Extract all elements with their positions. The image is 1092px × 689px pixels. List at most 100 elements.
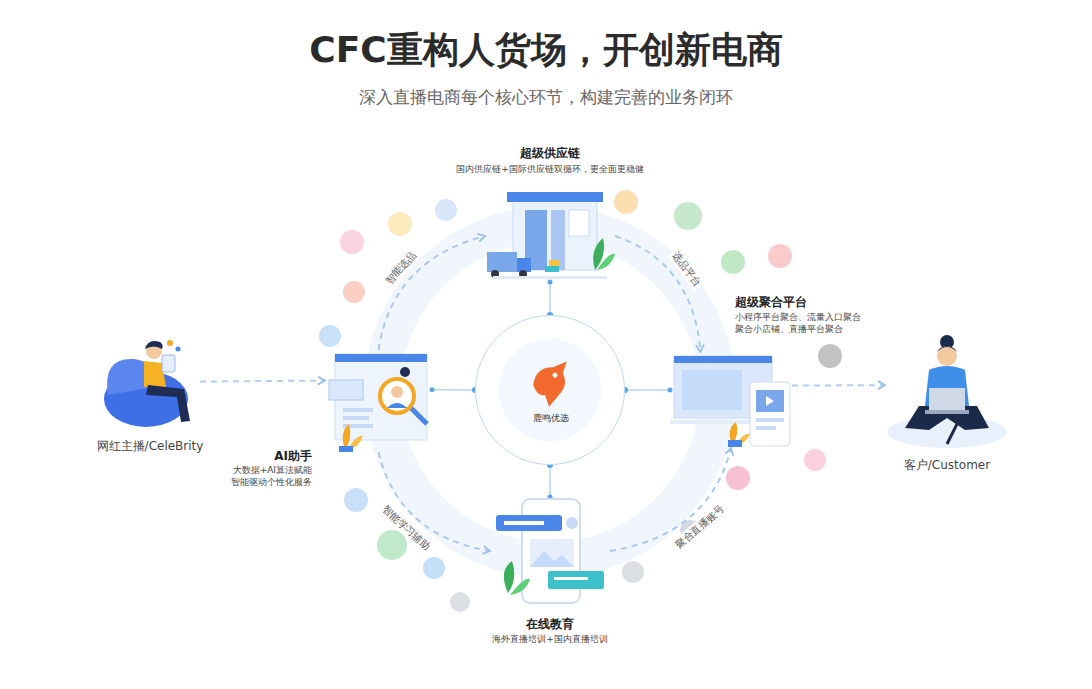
subtitle: 深入直播电商每个核心环节，构建完善的业务闭环 [359,86,733,109]
illustration-part [804,449,826,471]
illustration-part [530,539,574,567]
node-illustration [100,335,200,428]
supply-chain-node: 超级供应链国内供应链+国际供应链双循环，更全面更稳健 [485,190,615,282]
aggregation-node: 超级聚合平台小程序平台聚合、流量入口聚合 聚合小店铺、直播平台聚合 [670,352,792,448]
hub-spoke [550,465,551,497]
illustration-part [493,276,607,279]
illustration-part [388,212,412,236]
illustration-part [937,346,957,352]
illustration-part [726,466,750,490]
streamer-illustration [104,340,190,427]
text-group: 鹿鸣优选 [533,412,569,425]
text-group: 超级供应链 [520,146,580,161]
node-illustration [325,350,432,452]
illustration-part [335,354,427,362]
node-illustration [885,332,1010,450]
ai-assistant-node: AI助手大数据+AI算法赋能 智能驱动个性化服务 [325,350,432,452]
node-text: 网红主播/CeleBrity [97,439,204,454]
illustration-part [728,440,742,447]
illustration-part [329,380,363,400]
illustration-part [756,426,776,430]
text-group: 客户/Customer [904,458,990,473]
text-group: 大数据+AI算法赋能 智能驱动个性化服务 [226,464,312,488]
node-text: 小程序平台聚合、流量入口聚合 聚合小店铺、直播平台聚合 [735,311,867,335]
illustration-part [937,346,957,366]
illustration-part [435,199,457,221]
illustration-part [167,340,173,346]
illustration-part [145,341,163,349]
illustration-part [925,410,969,414]
text-group: 海外直播培训+国内直播培训 [492,633,608,645]
illustration-part [552,373,557,378]
illustration-part [387,403,407,408]
node-text: 海外直播培训+国内直播培训 [492,633,608,645]
illustration-part [554,577,588,580]
customer-illustration [887,335,1007,448]
text-group: AI助手 [274,449,312,464]
illustration-part [343,416,369,420]
illustration-part [548,571,604,589]
education-node: 在线教育海外直播培训+国内直播培训 [490,497,610,605]
text-group: 超级聚合平台 [735,295,807,310]
subtitle-group: 深入直播电商每个核心环节，构建完善的业务闭环 [359,86,733,109]
spoke-dot [430,387,435,392]
text-group: 国内供应链+国际供应链双循环，更全面更稳健 [456,163,644,175]
illustration-part [380,379,414,413]
illustration-part [818,344,842,368]
illustration-part [176,347,181,352]
node-illustration [485,190,615,282]
text-group: 小程序平台聚合、流量入口聚合 聚合小店铺、直播平台聚合 [735,311,867,335]
illustration-part [319,325,341,347]
node-heading: 在线教育 [526,617,574,632]
illustration-part [496,515,562,531]
node-heading: 超级聚合平台 [735,295,807,310]
text-group: 在线教育 [526,617,574,632]
illustration-part [929,388,965,410]
illustration-part [756,418,784,422]
brand-icons [319,190,842,612]
node-illustration [476,316,624,464]
node-heading: 超级供应链 [520,146,580,161]
edge-label-group: 聚合直播账号 [671,500,729,552]
illustration-part [947,424,957,444]
edge-label: 聚合直播账号 [671,500,729,552]
illustration-part [887,416,1007,448]
illustration-part [162,355,175,372]
illustration-part [339,446,353,452]
illustration-part [391,386,403,398]
illustration-part [344,488,368,512]
illustration-part [533,361,567,406]
illustration-part [597,254,615,270]
illustration-part [504,521,544,525]
node-text: 客户/Customer [904,458,990,473]
edge-label-group: 选品平台 [667,247,704,291]
illustration-part [411,408,427,424]
node-text: 鹿鸣优选 [533,412,569,425]
illustration-part [566,517,578,529]
illustration-part [343,408,373,412]
customer-node: 客户/Customer [885,332,1010,450]
education-illustration [496,499,604,603]
illustration-part [614,190,638,214]
illustration-part [569,210,589,236]
illustration-part [756,390,784,412]
spoke-dot [548,280,553,285]
illustration-part [549,260,559,266]
illustration-part [622,561,644,583]
illustration-part [766,396,774,406]
illustration-part [674,356,772,363]
illustration-part [721,250,745,274]
flow-arrow [792,384,885,387]
aggregation-illustration [670,356,790,447]
ai-window-illustration [329,354,427,452]
node-heading: AI助手 [274,449,312,464]
illustration-part [682,370,742,410]
node-illustration [490,497,610,605]
illustration-part [499,339,602,442]
hub-spoke [432,389,475,390]
loop-arrow [615,236,701,352]
text-group: 网红主播/CeleBrity [97,439,204,454]
illustration-part [423,557,445,579]
illustration-part [750,382,790,446]
